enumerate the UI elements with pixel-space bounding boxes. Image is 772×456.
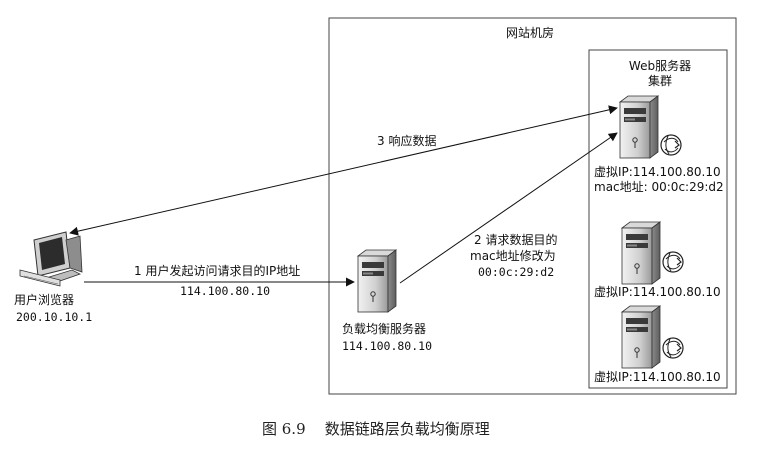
step2-label-line1: 2 请求数据目的 (474, 233, 558, 247)
web-cluster-title: Web服务器 集群 (612, 59, 708, 89)
arrow-step3-response (69, 105, 618, 236)
step3-label: 3 响应数据 (377, 134, 437, 148)
load-balancer-name: 负载均衡服务器 (342, 322, 427, 336)
globe-icon-2 (662, 251, 684, 273)
web-server-2-vip: 虚拟IP:114.100.80.10 (594, 285, 721, 299)
web-cluster-title-line2: 集群 (647, 74, 672, 88)
globe-icon-3 (662, 337, 684, 359)
web-server-2-icon (621, 221, 661, 285)
web-server-3-vip: 虚拟IP:114.100.80.10 (594, 370, 721, 384)
website-room-title: 网站机房 (506, 26, 555, 40)
web-cluster-title-line1: Web服务器 (628, 59, 692, 73)
web-server-1-icon (619, 95, 659, 159)
web-server-3-icon (621, 305, 661, 369)
web-server-1-mac: mac地址: 00:0c:29:d2 (594, 180, 724, 194)
step2-label-line2: mac地址修改为 (470, 249, 556, 263)
step2-label-line3: 00:0c:29:d2 (478, 265, 555, 279)
user-computer-icon (19, 231, 83, 287)
user-browser-name: 用户浏览器 (14, 293, 75, 307)
user-browser-ip: 200.10.10.1 (16, 310, 93, 324)
figure-caption: 图 6.9 数据链路层负载均衡原理 (262, 420, 490, 438)
step1-target-ip: 114.100.80.10 (180, 284, 271, 298)
step1-label: 1 用户发起访问请求目的IP地址 (134, 264, 301, 278)
load-balancer-ip: 114.100.80.10 (342, 339, 433, 353)
globe-icon-1 (660, 134, 682, 156)
load-balancer-server-icon (357, 249, 397, 313)
web-server-1-vip: 虚拟IP:114.100.80.10 (594, 165, 721, 179)
